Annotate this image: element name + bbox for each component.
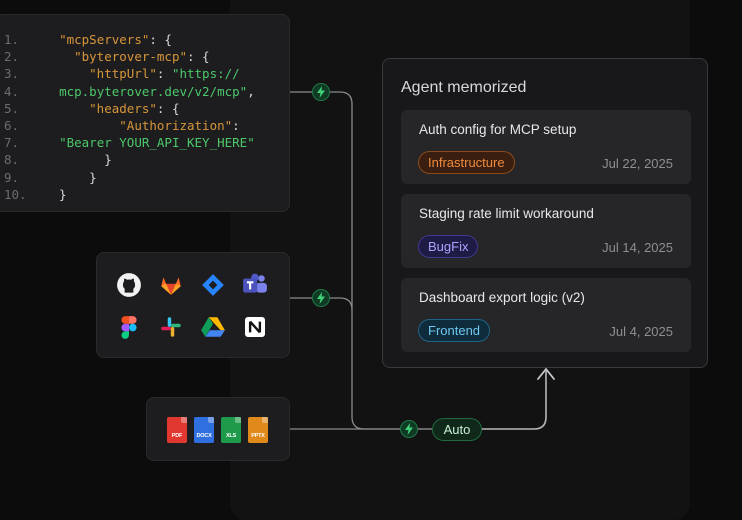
lightning-icon bbox=[312, 83, 330, 101]
line-number: 10. bbox=[4, 186, 27, 202]
code-token bbox=[44, 135, 59, 150]
gitlab-icon bbox=[158, 272, 184, 298]
file-type-label: PPTX bbox=[251, 433, 265, 439]
code-token: "byterover-mcp" bbox=[74, 49, 187, 65]
memory-tag: Frontend bbox=[418, 319, 491, 342]
code-token: : bbox=[232, 118, 240, 133]
line-number: 4. bbox=[4, 83, 20, 99]
notion-icon bbox=[242, 314, 268, 340]
arrow-head bbox=[537, 368, 555, 380]
code-token: "headers" bbox=[89, 100, 157, 116]
code-line: 10. } bbox=[0, 187, 67, 203]
code-token: "https:// bbox=[171, 66, 240, 82]
line-number: 1. bbox=[4, 32, 20, 47]
file-type-label: PDF bbox=[171, 433, 183, 439]
memory-tag: Infrastructure bbox=[418, 151, 515, 174]
code-line: 6. "Authorization": bbox=[0, 118, 240, 134]
wire-code-to-memory bbox=[290, 91, 432, 430]
file-types-panel: PDF DOCX XLS PPTX bbox=[146, 397, 290, 461]
code-token: "Authorization" bbox=[119, 118, 233, 133]
code-line: 1. "mcpServers": { bbox=[0, 32, 172, 48]
memory-item-title: Dashboard export logic (v2) bbox=[419, 290, 585, 305]
connection-lines bbox=[290, 91, 555, 430]
code-token bbox=[44, 101, 89, 116]
integrations-panel bbox=[96, 252, 290, 358]
code-token bbox=[44, 32, 59, 47]
code-token bbox=[44, 66, 89, 81]
line-number: 6. bbox=[4, 118, 20, 133]
line-number: 3. bbox=[4, 66, 20, 82]
xls-file-icon: XLS bbox=[221, 417, 241, 443]
code-token bbox=[44, 84, 59, 99]
lightning-icon bbox=[400, 420, 418, 438]
line-number: 5. bbox=[4, 100, 20, 116]
memory-item-title: Auth config for MCP setup bbox=[419, 122, 577, 137]
code-line: 2. "byterover-mcp": { bbox=[0, 49, 210, 65]
line-number: 2. bbox=[4, 49, 20, 65]
code-token: } bbox=[44, 169, 97, 185]
code-token: : { bbox=[149, 32, 172, 47]
file-type-label: DOCX bbox=[196, 433, 212, 439]
mcp-config-code-panel: 1. "mcpServers": {2. "byterover-mcp": {3… bbox=[0, 14, 290, 212]
docx-file-icon: DOCX bbox=[194, 417, 214, 443]
code-token: } bbox=[44, 186, 67, 202]
pptx-file-icon: PPTX bbox=[248, 417, 268, 443]
code-token: : bbox=[156, 66, 172, 82]
code-line: 3. "httpUrl": "https:// bbox=[0, 66, 240, 82]
wire-apps-to-memory bbox=[290, 297, 353, 311]
code-token: } bbox=[44, 152, 112, 168]
file-type-label: XLS bbox=[225, 433, 237, 439]
code-token: : { bbox=[156, 100, 180, 116]
memory-date: Jul 14, 2025 bbox=[602, 240, 673, 255]
code-token: "httpUrl" bbox=[89, 66, 157, 82]
line-number: 9. bbox=[4, 169, 20, 185]
pdf-file-icon: PDF bbox=[167, 417, 187, 443]
code-line: 9. } bbox=[0, 170, 97, 186]
line-number: 7. bbox=[4, 135, 20, 151]
memory-item[interactable]: Dashboard export logic (v2) Frontend Jul 4… bbox=[401, 278, 691, 352]
code-token: "Bearer YOUR_API_KEY_HERE" bbox=[59, 135, 255, 151]
memory-tag: BugFix bbox=[418, 235, 479, 258]
code-token: mcp.byterover.dev/v2/mcp" bbox=[59, 83, 248, 99]
memory-date: Jul 22, 2025 bbox=[602, 156, 673, 171]
code-token bbox=[44, 118, 119, 133]
code-token: , bbox=[247, 83, 255, 99]
memory-item-title: Staging rate limit workaround bbox=[419, 206, 594, 221]
code-line: 7. "Bearer YOUR_API_KEY_HERE" bbox=[0, 135, 255, 151]
figma-icon bbox=[116, 314, 142, 340]
code-token: : { bbox=[187, 49, 210, 65]
code-token bbox=[44, 49, 74, 64]
wire-auto-to-memory bbox=[482, 371, 547, 430]
google-drive-icon bbox=[200, 314, 226, 340]
code-token: "mcpServers" bbox=[59, 32, 150, 47]
agent-memory-panel: Agent memorized Auth config for MCP setu… bbox=[382, 58, 708, 368]
code-line: 4. mcp.byterover.dev/v2/mcp", bbox=[0, 84, 255, 100]
slack-icon bbox=[158, 314, 184, 340]
memory-panel-title: Agent memorized bbox=[401, 79, 527, 96]
github-icon bbox=[116, 272, 142, 298]
code-line: 5. "headers": { bbox=[0, 101, 179, 117]
line-number: 8. bbox=[4, 152, 20, 168]
memory-date: Jul 4, 2025 bbox=[609, 324, 673, 339]
code-line: 8. } bbox=[0, 152, 112, 168]
teams-icon bbox=[242, 272, 268, 298]
lightning-icon bbox=[312, 289, 330, 307]
jira-icon bbox=[200, 272, 226, 298]
auto-badge[interactable]: Auto bbox=[432, 418, 482, 441]
